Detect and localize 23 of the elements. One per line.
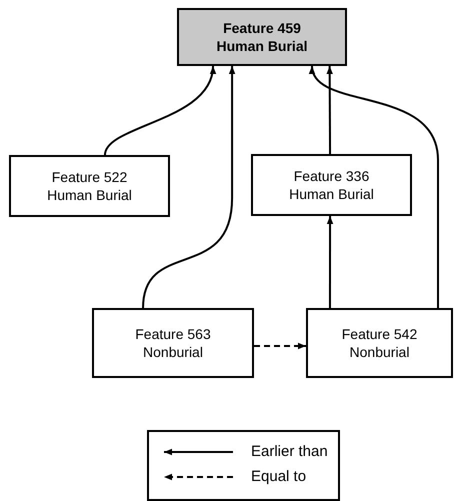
legend-label: Earlier than [251, 442, 328, 462]
node-label: Nonburial [350, 343, 410, 361]
feature-box [92, 308, 254, 378]
arrow [310, 66, 439, 308]
node-label: Human Burial [47, 186, 132, 204]
feature-box [251, 154, 412, 216]
node-label: Feature 459 [223, 19, 301, 37]
dashed-arrow [254, 342, 306, 350]
node-label: Human Burial [289, 185, 374, 203]
node-label: Feature 542 [342, 325, 418, 343]
node-label: Human Burial [216, 37, 308, 55]
node-label: Nonburial [143, 343, 203, 361]
feature-box [177, 8, 347, 66]
arrow [142, 66, 236, 308]
arrow [104, 66, 215, 156]
node-label: Feature 336 [294, 167, 370, 185]
arrow [326, 216, 334, 308]
arrow [326, 66, 333, 154]
legend-label: Equal to [251, 467, 306, 487]
node-label: Feature 522 [52, 168, 128, 186]
feature-box [9, 155, 170, 217]
feature-box [306, 308, 453, 378]
node-label: Feature 563 [135, 325, 211, 343]
